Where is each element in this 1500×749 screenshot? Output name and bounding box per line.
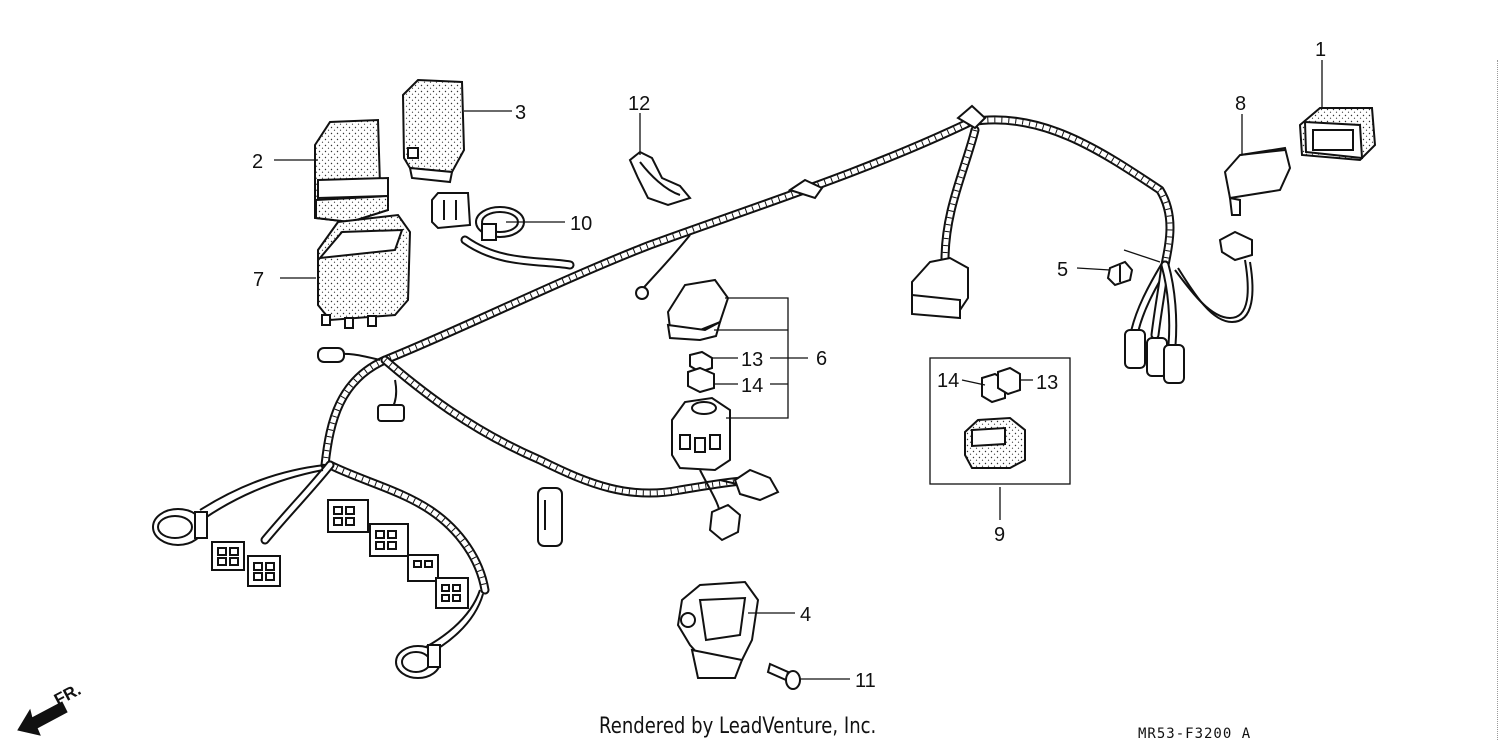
connector-near-10 <box>431 192 472 230</box>
kit-9-cover <box>964 416 1026 469</box>
part-4-mount <box>676 580 760 679</box>
callout-10: 10 <box>570 213 592 235</box>
center-top-connector <box>911 256 969 320</box>
page-edge-rule <box>1497 60 1498 740</box>
relay-socket <box>1218 230 1253 262</box>
round-coupler-bottom <box>395 644 441 679</box>
left-connector-cluster <box>152 499 469 679</box>
callout-9-13: 13 <box>1036 372 1058 394</box>
square-coupler-f <box>435 577 469 609</box>
callout-3: 3 <box>515 102 526 124</box>
callout-14: 14 <box>741 375 763 397</box>
callout-2: 2 <box>252 151 263 173</box>
front-direction-arrow: FR. <box>17 680 84 736</box>
part-14-fuse-lower <box>687 366 715 394</box>
callout-12: 12 <box>628 93 650 115</box>
part-10-clamp <box>475 206 525 241</box>
part-1-cover <box>1298 107 1377 162</box>
callout-1: 1 <box>1315 39 1326 61</box>
callout-13: 13 <box>741 349 763 371</box>
part-5-fuse <box>1106 260 1134 287</box>
main-wire-harness <box>260 115 1178 595</box>
diagram-code: MR53-F3200 A <box>1138 726 1252 742</box>
callout-numbers: 1 2 3 4 5 6 7 8 9 10 11 12 13 14 14 13 <box>252 39 1326 692</box>
callout-6: 6 <box>816 348 827 370</box>
harness-plugs <box>317 104 987 422</box>
part-11-screw <box>766 662 801 690</box>
callout-9-14: 14 <box>937 370 959 392</box>
part-13-fuse-upper <box>689 350 713 374</box>
kit-9-fuse-13 <box>997 366 1021 396</box>
square-coupler-d <box>369 523 409 557</box>
callout-8: 8 <box>1235 93 1246 115</box>
part-8-relay <box>1223 146 1292 216</box>
part-3-unit <box>401 78 466 184</box>
part-9-kit-frame <box>929 357 1071 485</box>
render-credit: Rendered by LeadVenture, Inc. <box>599 714 877 739</box>
callout-11: 11 <box>855 670 876 692</box>
right-end-connectors <box>1124 329 1185 384</box>
square-coupler-e <box>407 554 439 582</box>
square-coupler-a <box>211 541 245 571</box>
square-coupler-c <box>327 499 369 533</box>
round-coupler-left <box>152 508 208 546</box>
callout-5: 5 <box>1057 259 1068 281</box>
callout-7: 7 <box>253 269 264 291</box>
callout-9: 9 <box>994 524 1005 546</box>
arrow-icon <box>17 701 68 736</box>
part-7-box <box>317 213 412 329</box>
square-coupler-b <box>247 555 281 587</box>
part-6-cover <box>666 278 730 342</box>
leader-lines <box>274 60 1323 680</box>
callout-4: 4 <box>800 604 811 626</box>
part-12-band <box>628 150 692 207</box>
lower-center-connectors <box>537 468 780 547</box>
starter-relay-body <box>671 396 731 472</box>
part-2-control-unit <box>314 118 389 224</box>
